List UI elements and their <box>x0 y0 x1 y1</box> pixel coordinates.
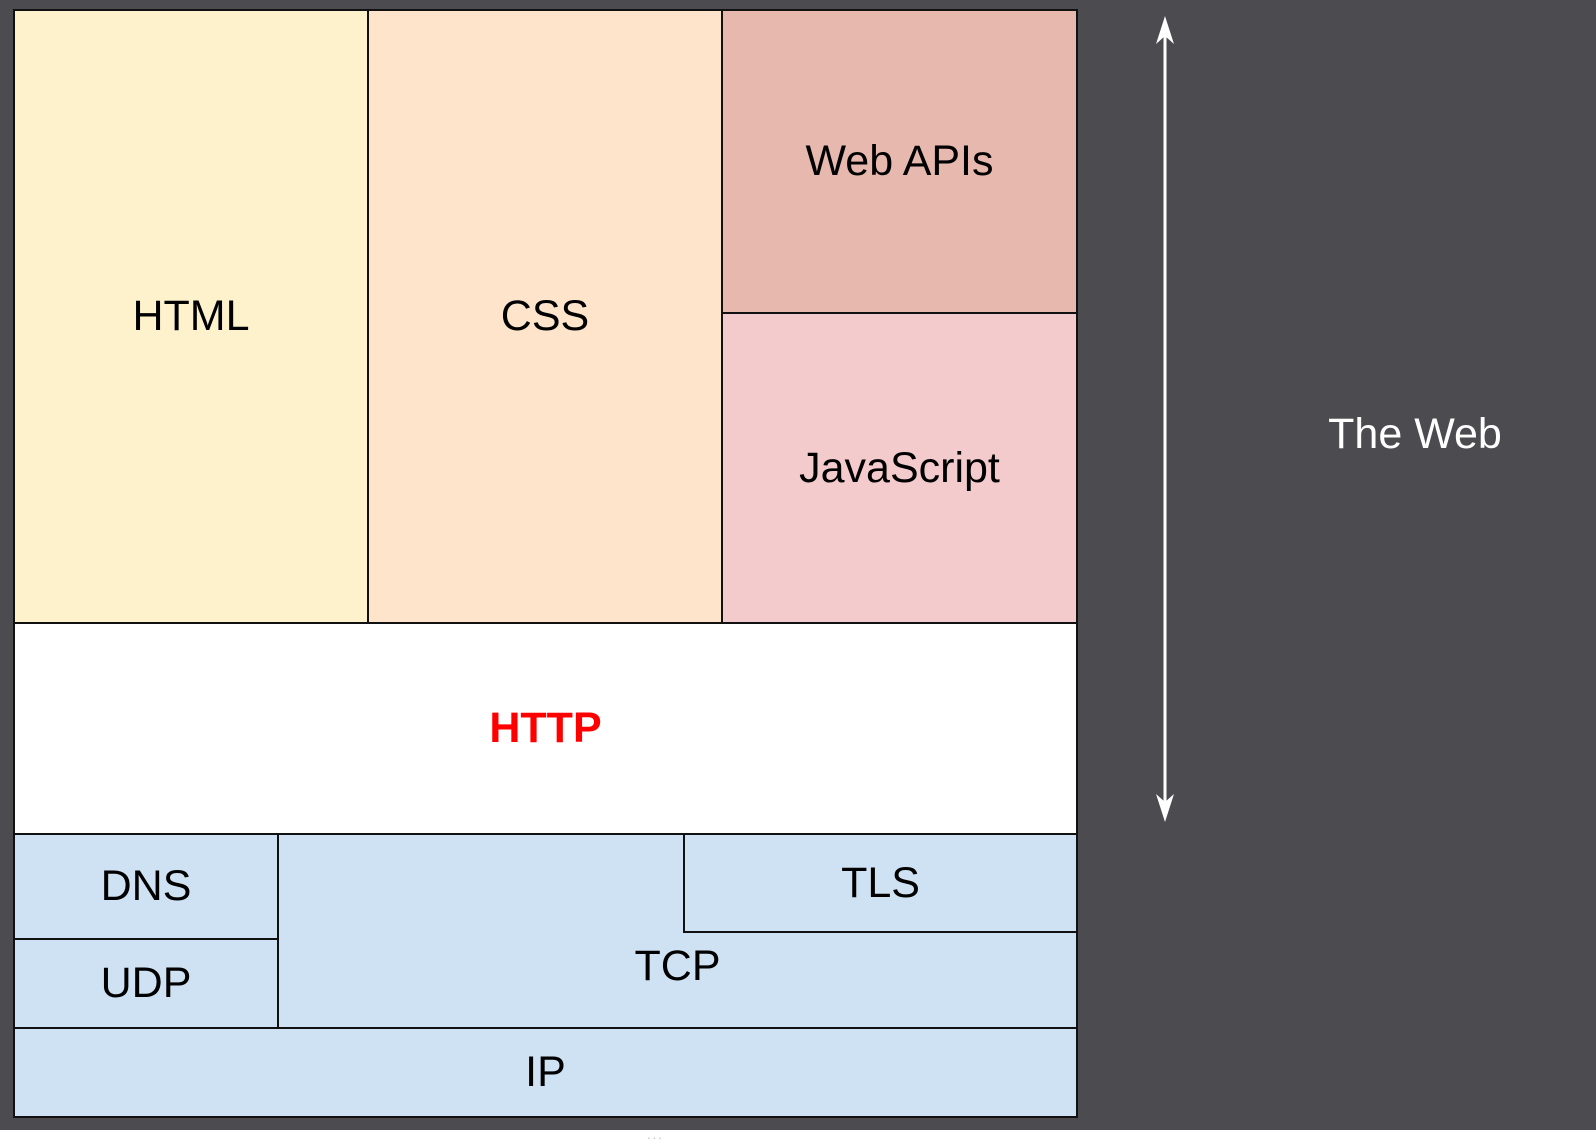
dns-layer-label: DNS <box>100 862 192 910</box>
web-apis-layer-box: Web APIs <box>721 9 1078 314</box>
more-dots-indicator: ··· <box>646 1129 664 1144</box>
javascript-layer-box: JavaScript <box>721 312 1078 624</box>
udp-layer-label: UDP <box>100 959 192 1007</box>
ip-layer-label: IP <box>525 1048 566 1096</box>
http-layer-box: HTTP <box>13 622 1078 835</box>
tls-layer-label: TLS <box>841 858 920 907</box>
tls-layer-box: TLS <box>683 833 1078 933</box>
ip-layer-box: IP <box>13 1027 1078 1118</box>
web-apis-layer-label: Web APIs <box>805 137 994 185</box>
http-layer-label: HTTP <box>489 704 602 752</box>
the-web-label: The Web <box>1328 410 1502 458</box>
html-layer-box: HTML <box>13 9 369 624</box>
double-headed-vertical-arrow-icon <box>1156 16 1174 822</box>
dns-layer-box: DNS <box>13 833 279 940</box>
javascript-layer-label: JavaScript <box>799 443 1000 492</box>
udp-layer-box: UDP <box>13 938 279 1029</box>
css-layer-box: CSS <box>367 9 723 624</box>
html-layer-label: HTML <box>132 292 250 340</box>
css-layer-label: CSS <box>500 292 590 340</box>
tcp-layer-label: TCP <box>634 942 721 990</box>
